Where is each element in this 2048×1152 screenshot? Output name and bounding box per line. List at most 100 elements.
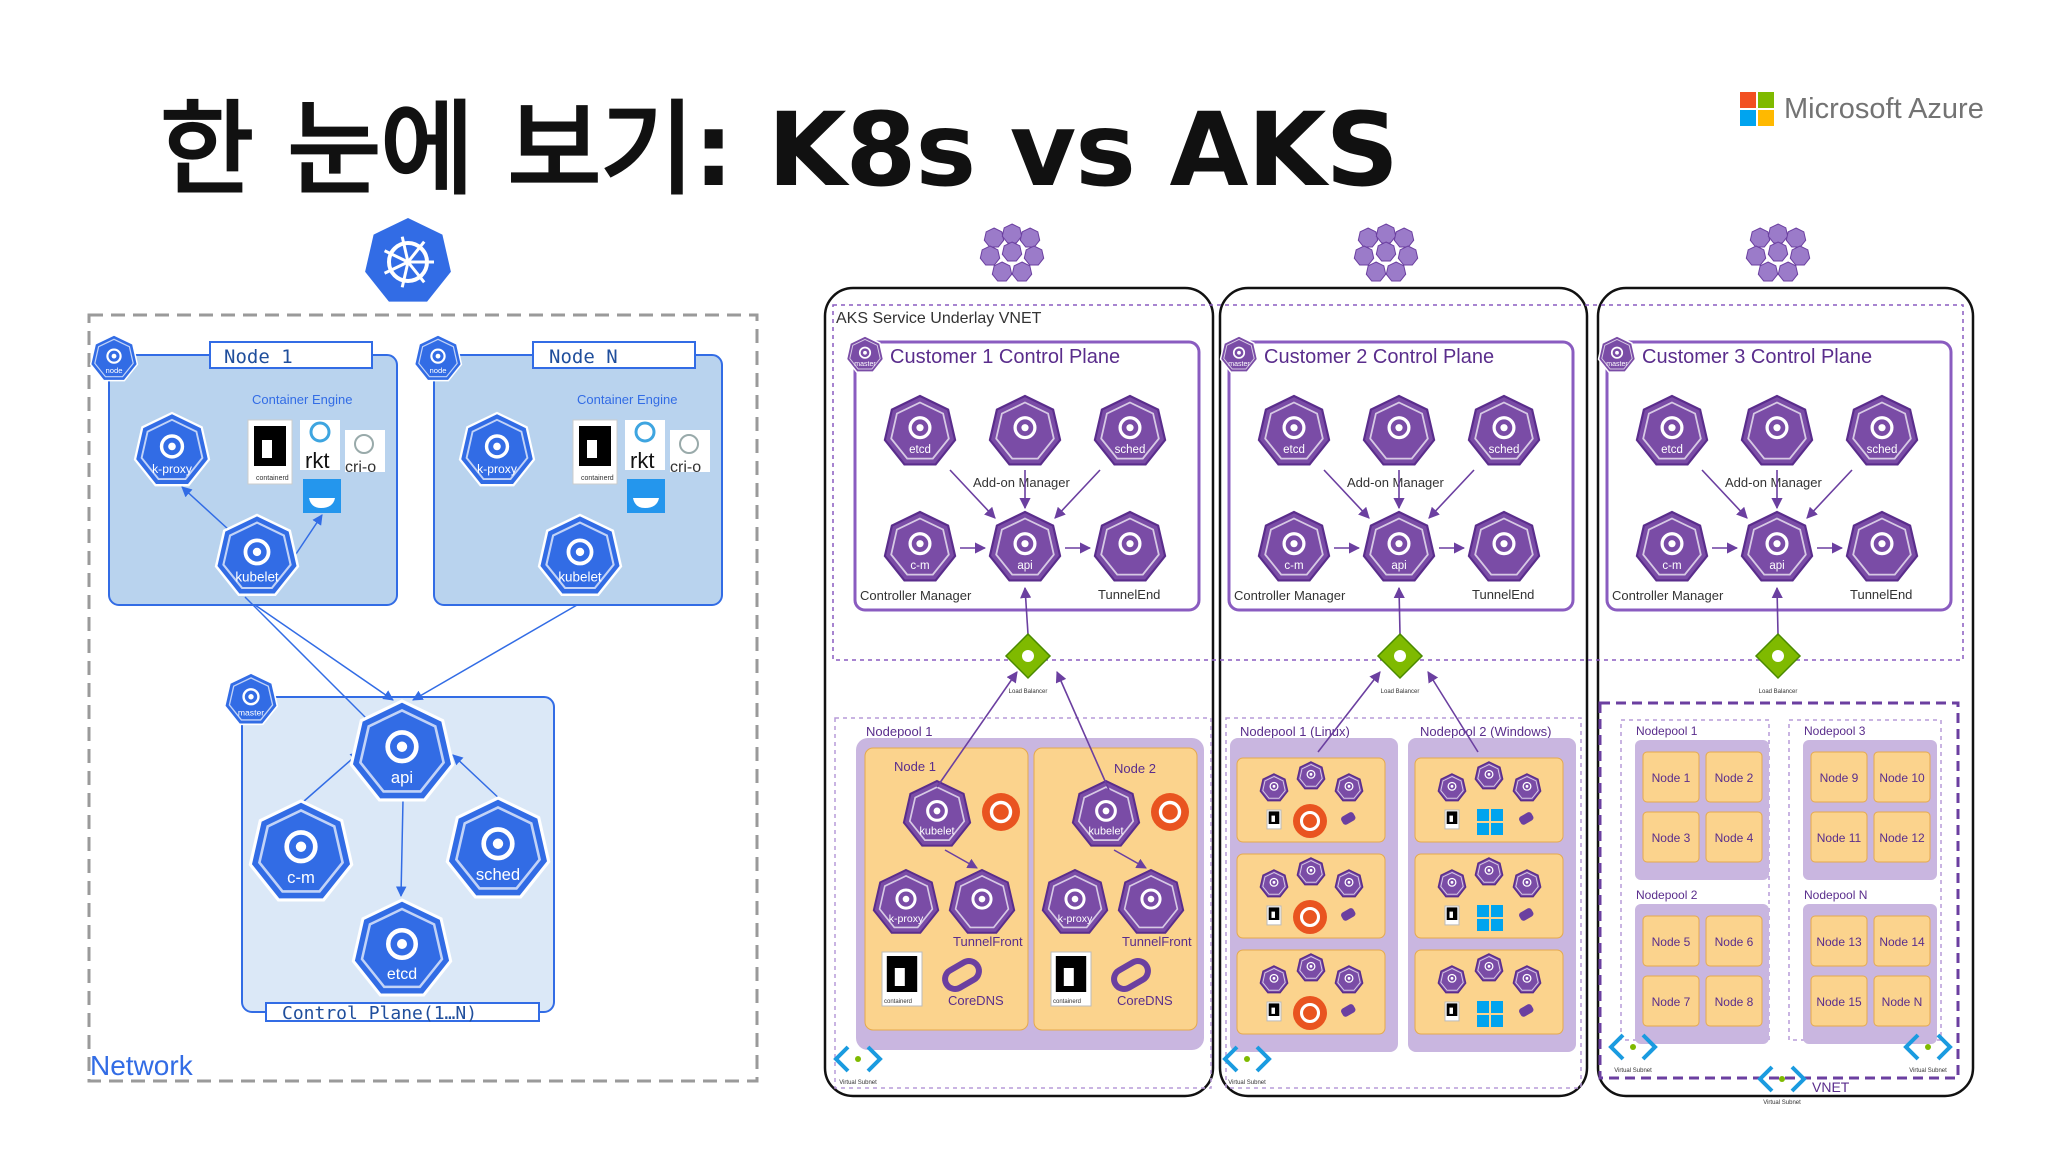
k8s-node-1-kubelet-icon: kubelet — [214, 513, 300, 597]
k8s-node-1-badge-icon: node — [89, 334, 139, 382]
aks-mini-hex-icon — [1512, 869, 1542, 898]
virtual-subnet-label: Virtual Subnet — [1228, 1080, 1266, 1086]
aks-c3-pool-title: Nodepool 1 — [1636, 724, 1698, 738]
aks-lb-to-api-arrow — [1771, 586, 1783, 635]
kubelet-to-docker-arrow — [291, 514, 323, 561]
aks-c3-node-box — [1810, 751, 1868, 803]
microsoft-logo-icon — [1740, 92, 1774, 126]
aks-tunnelfront-icon — [1117, 868, 1185, 934]
aks-c3-pool-title: Nodepool 3 — [1804, 724, 1866, 738]
k8s-node-1-kproxy-icon: k-proxy — [133, 411, 211, 487]
aks-kproxy-icon: k-proxy — [872, 868, 940, 934]
aks-c1-node1-title: Node 1 — [894, 759, 936, 774]
coredns-icon — [1519, 1004, 1534, 1017]
aks-cluster-icon — [979, 223, 1045, 282]
virtual-subnet-icon: Virtual Subnet — [1222, 1045, 1272, 1086]
aks-c3-node-label: Node 8 — [1715, 995, 1754, 1009]
aks-mini-hex-icon — [1259, 869, 1289, 898]
aks-c2-np1-title: Nodepool 1 (Linux) — [1240, 724, 1350, 739]
aks-master-badge-icon-label: master — [1606, 361, 1628, 368]
rkt-icon — [309, 421, 331, 443]
kubelet-to-api-arrow — [244, 596, 384, 736]
slide-title: 한 눈에 보기: K8s vs AKS — [160, 91, 1399, 210]
virtual-subnet-icon: Virtual Subnet — [833, 1045, 883, 1086]
network-label: Network — [90, 1050, 194, 1081]
aks-c3-node-box — [1642, 751, 1700, 803]
aks-c2-mini-node — [1414, 757, 1564, 843]
aks-c3-pools-left — [1620, 719, 1770, 1041]
aks-addon-label: Add-on Manager — [1347, 475, 1445, 490]
api-to-etcd-arrow — [395, 799, 407, 898]
aks-cm-icon: c-m — [1257, 510, 1331, 582]
rkt-icon — [634, 421, 656, 443]
k8s-node-1-title-box — [209, 341, 373, 369]
k8s-sched-icon-label: sched — [476, 865, 520, 884]
aks-c3-node-label: Node 6 — [1715, 935, 1754, 949]
aks-c3-node-box — [1642, 975, 1700, 1027]
aks-c2-nodepool-region — [1225, 717, 1582, 1089]
aks-tunnelfront-label: TunnelFront — [1122, 934, 1192, 949]
aks-master-badge-icon: master — [845, 335, 885, 373]
aks-cp-arrow — [1806, 469, 1853, 519]
aks-cm-label: Controller Manager — [860, 588, 972, 603]
aks-c1-node2-title: Node 2 — [1114, 761, 1156, 776]
aks-c2-mini-node — [1414, 853, 1564, 939]
aks-c2-mini-node — [1236, 757, 1386, 843]
aks-c3-node-label: Node 7 — [1652, 995, 1691, 1009]
aks-tunnelend-label: TunnelEnd — [1098, 587, 1160, 602]
aks-c3-node-box — [1705, 811, 1763, 863]
aks-mini-kubelet-icon — [1474, 953, 1504, 982]
k8s-node-1-kproxy-icon-label: k-proxy — [152, 462, 193, 476]
windows-icon — [1477, 1001, 1503, 1027]
aks-tunnelend-icon — [1093, 510, 1167, 582]
aks-tunnelend-label: TunnelEnd — [1850, 587, 1912, 602]
k8s-api-icon-label: api — [391, 768, 413, 787]
aks-etcd-icon: etcd — [1635, 394, 1709, 466]
aks-customer-2-panel — [1218, 286, 1589, 1098]
k8s-node-1-title: Node 1 — [224, 346, 293, 368]
aks-tunnelend-label: TunnelEnd — [1472, 587, 1534, 602]
containerd-icon: containerd — [1050, 951, 1092, 1007]
k8s-etcd-icon-label: etcd — [387, 966, 417, 983]
aks-sched-icon-label: sched — [1489, 444, 1520, 456]
ubuntu-icon — [1151, 793, 1189, 831]
aks-kubelet-icon-label: kubelet — [1088, 826, 1123, 838]
k8s-cm-icon: c-m — [248, 799, 354, 902]
aks-np2-to-lb-arrow — [1427, 671, 1479, 753]
k8s-node-n-kproxy-icon: k-proxy — [458, 411, 536, 487]
aks-cm-icon-label: c-m — [1284, 560, 1303, 572]
aks-kubelet-icon: kubelet — [1071, 779, 1141, 847]
containerd-label: containerd — [256, 475, 289, 482]
aks-mini-hex-icon — [1512, 965, 1542, 994]
aks-customer-2-title: Customer 2 Control Plane — [1264, 346, 1494, 368]
aks-c3-node-label: Node 11 — [1817, 831, 1862, 845]
aks-c3-node-box — [1873, 915, 1931, 967]
k8s-node-n-kubelet-icon: kubelet — [537, 513, 623, 597]
containerd-label: containerd — [884, 999, 912, 1005]
aks-c3-node-box — [1810, 915, 1868, 967]
aks-cm-icon: c-m — [883, 510, 957, 582]
aks-mini-kubelet-icon — [1474, 761, 1504, 790]
aks-customer-1-panel — [823, 286, 1215, 1098]
aks-cluster-icon — [1353, 223, 1419, 282]
aks-master-badge-icon-label: master — [854, 361, 876, 368]
aks-etcd-icon-label: etcd — [1661, 444, 1683, 456]
aks-master-badge-icon: master — [1597, 335, 1637, 373]
aks-master-badge-icon-label: master — [1228, 361, 1250, 368]
aks-mini-hex-icon — [1334, 773, 1364, 802]
load-balancer-icon: Load Balancer — [1004, 632, 1052, 695]
k8s-api-icon: api — [349, 699, 455, 802]
aks-coredns-label: CoreDNS — [1117, 993, 1173, 1008]
aks-etcd-icon-label: etcd — [909, 444, 931, 456]
coredns-icon — [1519, 908, 1534, 921]
aks-etcd-icon: etcd — [883, 394, 957, 466]
aks-c3-node-label: Node 15 — [1816, 995, 1862, 1009]
k8s-node-n-badge-icon: node — [413, 334, 463, 382]
aks-api-icon: api — [988, 510, 1062, 582]
k8s-node-n-title-box — [532, 341, 696, 369]
aks-c3-node-label: Node N — [1882, 995, 1923, 1009]
